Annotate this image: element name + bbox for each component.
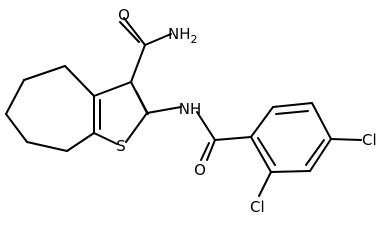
bond bbox=[250, 106, 274, 138]
bond bbox=[146, 106, 182, 114]
structure-svg: O NH2 S NH O Cl Cl bbox=[5, 6, 377, 216]
bond bbox=[270, 170, 311, 173]
amide-linker bbox=[146, 106, 252, 161]
oxygen-label-carboxamide: O bbox=[118, 6, 130, 24]
oxygen-label-benzoyl: O bbox=[194, 161, 206, 179]
bond bbox=[64, 65, 95, 97]
benzene-ring bbox=[250, 102, 362, 197]
bond bbox=[125, 112, 148, 143]
bond bbox=[206, 139, 216, 161]
nh2-label: NH2 bbox=[168, 25, 198, 46]
bond bbox=[66, 132, 95, 152]
bond bbox=[309, 138, 332, 172]
bond bbox=[214, 136, 252, 141]
bond bbox=[311, 102, 332, 140]
sulfur-label: S bbox=[116, 137, 126, 155]
carboxamide-group bbox=[119, 17, 172, 83]
molecule-diagram: O NH2 S NH O Cl Cl bbox=[5, 6, 377, 216]
bond bbox=[272, 102, 313, 108]
bond bbox=[130, 44, 146, 83]
bond bbox=[23, 65, 66, 81]
bond bbox=[250, 136, 272, 173]
atom-labels: O NH2 S NH O Cl Cl bbox=[116, 6, 376, 216]
bond bbox=[135, 90, 149, 115]
bond bbox=[305, 139, 325, 166]
bond bbox=[93, 132, 118, 145]
chlorine-label-para: Cl bbox=[362, 131, 377, 149]
chlorine-label-ortho: Cl bbox=[250, 198, 265, 216]
bond bbox=[275, 110, 309, 115]
bond bbox=[196, 111, 216, 141]
bond bbox=[258, 171, 272, 197]
bond bbox=[119, 21, 140, 43]
bond bbox=[200, 142, 210, 161]
bond bbox=[26, 141, 68, 152]
thiophene-ring bbox=[93, 81, 149, 145]
bond bbox=[5, 113, 28, 143]
bond bbox=[5, 79, 25, 115]
cycloheptane-ring bbox=[5, 65, 95, 152]
nh-label: NH bbox=[179, 100, 202, 118]
bond bbox=[330, 138, 362, 141]
bond bbox=[123, 17, 146, 46]
bond bbox=[144, 33, 172, 46]
bond bbox=[93, 81, 132, 97]
bond bbox=[257, 137, 276, 166]
